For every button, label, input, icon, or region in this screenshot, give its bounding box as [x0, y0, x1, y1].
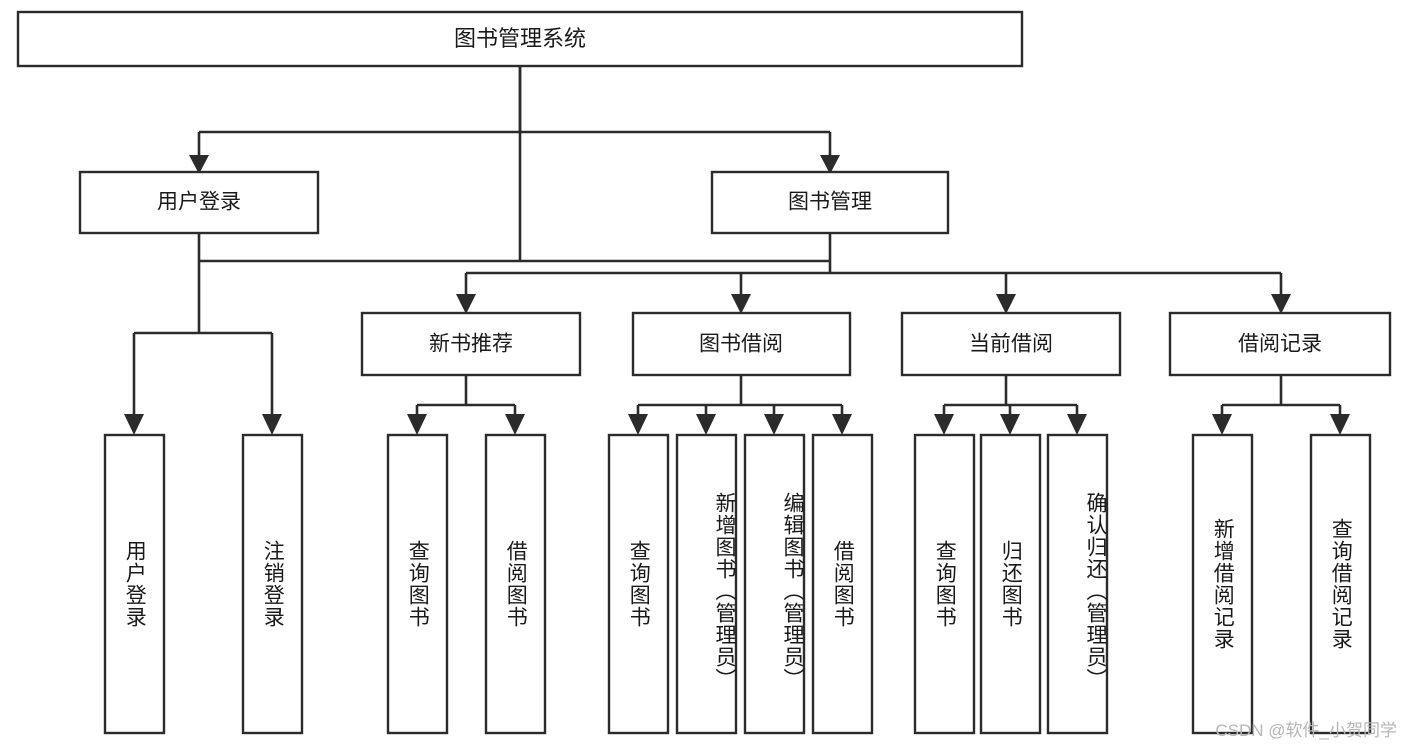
arrow-head-icon: [407, 414, 427, 435]
node-book-borrow[interactable]: 图书借阅: [631, 311, 852, 377]
connector-book-borrow-to-leaves: [628, 375, 852, 435]
leaf-group-current-borrow: [913, 433, 1109, 735]
leaf-box[interactable]: [979, 433, 1042, 735]
node-new-book-recommend[interactable]: 新书推荐: [360, 311, 582, 377]
arrow-head-icon: [832, 414, 852, 435]
arrow-head-icon: [820, 155, 840, 174]
arrow-head-icon: [628, 414, 648, 435]
leaf-box[interactable]: [241, 433, 304, 735]
arrow-head-icon: [456, 294, 476, 314]
arrow-head-icon: [934, 414, 954, 435]
node-box[interactable]: [78, 170, 320, 235]
arrow-head-icon: [262, 414, 282, 435]
arrow-head-icon: [189, 155, 209, 174]
node-label: 图书管理系统: [454, 26, 586, 51]
node-current-borrow[interactable]: 当前借阅: [900, 311, 1122, 377]
node-box[interactable]: [16, 10, 1024, 68]
arrow-head-icon: [996, 294, 1016, 314]
node-label: 用户登录: [157, 191, 241, 214]
leaf-box[interactable]: [675, 433, 738, 735]
leaf-box[interactable]: [607, 433, 670, 735]
node-user-login[interactable]: 用户登录: [78, 170, 320, 235]
node-box[interactable]: [631, 311, 852, 377]
leaf-box[interactable]: [913, 433, 976, 735]
leaf-box[interactable]: [103, 433, 166, 735]
node-box[interactable]: [900, 311, 1122, 377]
connector-new-book-to-leaves: [407, 375, 525, 435]
node-label: 借阅记录: [1238, 333, 1322, 356]
arrow-head-icon: [1067, 414, 1087, 435]
connector-current-borrow-to-leaves: [934, 375, 1087, 435]
arrow-head-icon: [696, 414, 716, 435]
node-box[interactable]: [360, 311, 582, 377]
node-label: 新书推荐: [429, 333, 513, 356]
node-borrow-record[interactable]: 借阅记录: [1168, 311, 1392, 377]
arrow-head-icon: [764, 414, 784, 435]
connector-user-login-to-leaves: [124, 233, 282, 435]
arrow-head-icon: [1271, 294, 1291, 314]
leaf-box[interactable]: [1309, 433, 1372, 735]
node-box[interactable]: [1168, 311, 1392, 377]
leaf-box[interactable]: [743, 433, 806, 735]
leaf-box[interactable]: [811, 433, 874, 735]
arrow-head-icon: [124, 414, 144, 435]
arrow-head-icon: [1330, 414, 1350, 435]
arrow-head-icon: [1000, 414, 1020, 435]
connector-borrow-record-to-leaves: [1212, 375, 1350, 435]
node-label: 图书借阅: [699, 333, 783, 356]
connector-book-mgmt-to-level3: [456, 233, 1291, 314]
node-label: 图书管理: [788, 191, 872, 214]
leaf-group-new-book-recommend: [386, 433, 547, 735]
node-root[interactable]: 图书管理系统: [16, 10, 1024, 68]
leaf-box[interactable]: [1191, 433, 1254, 735]
connector-root-branching: [189, 66, 840, 174]
leaf-group-user-login: [103, 433, 304, 735]
arrow-head-icon: [731, 294, 751, 314]
leaf-group-borrow-record: [1191, 433, 1372, 735]
node-label: 当前借阅: [969, 333, 1053, 356]
leaf-group-book-borrow: [607, 433, 874, 735]
arrow-head-icon: [505, 414, 525, 435]
leaf-box[interactable]: [484, 433, 547, 735]
arrow-head-icon: [1212, 414, 1232, 435]
node-box[interactable]: [710, 170, 950, 235]
node-book-management[interactable]: 图书管理: [710, 170, 950, 235]
leaf-box[interactable]: [1046, 433, 1109, 735]
leaf-box[interactable]: [386, 433, 449, 735]
